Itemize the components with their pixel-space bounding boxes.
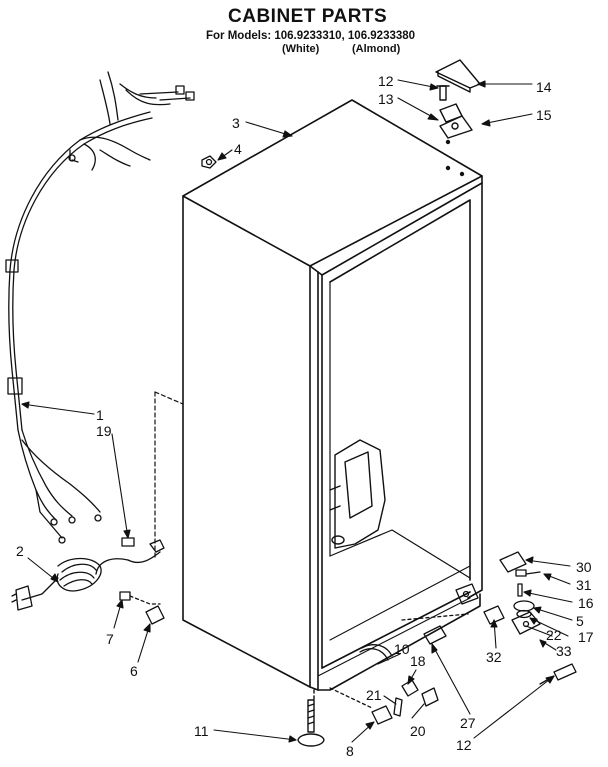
part-20-clip [421, 687, 439, 707]
callout-1: 1 [96, 407, 104, 423]
callout-3: 3 [232, 115, 240, 131]
callout-13: 13 [378, 91, 394, 107]
grommet-part [201, 155, 217, 169]
callout-4: 4 [234, 141, 242, 157]
bracket-32 [483, 605, 505, 625]
power-cord [11, 537, 165, 611]
bottom-hinge-assembly [455, 551, 541, 635]
page-title: CABINET PARTS [228, 6, 388, 27]
models-line: For Models: 106.9233310, 106.9233380 [206, 30, 416, 42]
variant-almond-label: (Almond) [352, 43, 401, 55]
callout-labels: 14 12 13 15 3 4 1 19 2 7 6 30 31 16 5 17… [16, 73, 594, 759]
callout-8: 8 [346, 743, 354, 759]
hinge-screw-top [439, 85, 447, 101]
callout-11: 11 [194, 723, 209, 739]
callout-32: 32 [486, 649, 502, 665]
callout-12-bottom: 12 [456, 737, 472, 753]
wiring-harness [5, 71, 195, 544]
terminal-19 [121, 537, 135, 547]
callout-33: 33 [556, 643, 572, 659]
callout-6: 6 [130, 663, 138, 679]
clip-and-screw [119, 591, 165, 625]
callout-17: 17 [578, 629, 594, 645]
callout-21: 21 [366, 687, 382, 703]
power-plug [15, 585, 33, 611]
hinge-cap-30 [499, 551, 527, 573]
cabinet-shell [154, 99, 483, 691]
hinge-cover [435, 59, 481, 89]
callout-7: 7 [106, 631, 114, 647]
part-21-screw [393, 697, 403, 717]
top-hinge-assembly [435, 59, 481, 177]
part-8-cap [371, 705, 393, 725]
callout-18: 18 [410, 653, 426, 669]
callout-2: 2 [16, 543, 24, 559]
callout-27: 27 [460, 715, 476, 731]
hinge-spacer [439, 103, 463, 123]
clip-6 [145, 605, 165, 625]
bottom-front-parts [329, 613, 469, 725]
lower-screw-part-12 [539, 663, 577, 685]
title-block: CABINET PARTS For Models: 106.9233310, 1… [0, 4, 608, 62]
callout-30: 30 [576, 559, 592, 575]
top-hinge [439, 115, 473, 139]
part-27-block [423, 625, 447, 645]
callout-15: 15 [536, 107, 552, 123]
callout-14: 14 [536, 79, 552, 95]
callout-31: 31 [576, 577, 592, 593]
callout-12-top: 12 [378, 73, 394, 89]
callout-10: 10 [394, 641, 410, 657]
callout-16: 16 [578, 595, 594, 611]
leader-lines [21, 79, 573, 743]
leveling-leg [297, 689, 325, 747]
part-10-tube [361, 644, 393, 657]
bolt-16 [517, 583, 523, 597]
callout-5: 5 [576, 613, 584, 629]
variant-white-label: (White) [282, 43, 320, 55]
callout-22: 22 [546, 627, 562, 643]
compressor-bracket [329, 439, 386, 549]
callout-20: 20 [410, 723, 426, 739]
screw-7 [119, 591, 131, 601]
callout-19: 19 [96, 423, 112, 439]
bottom-hinge-5 [511, 611, 541, 635]
